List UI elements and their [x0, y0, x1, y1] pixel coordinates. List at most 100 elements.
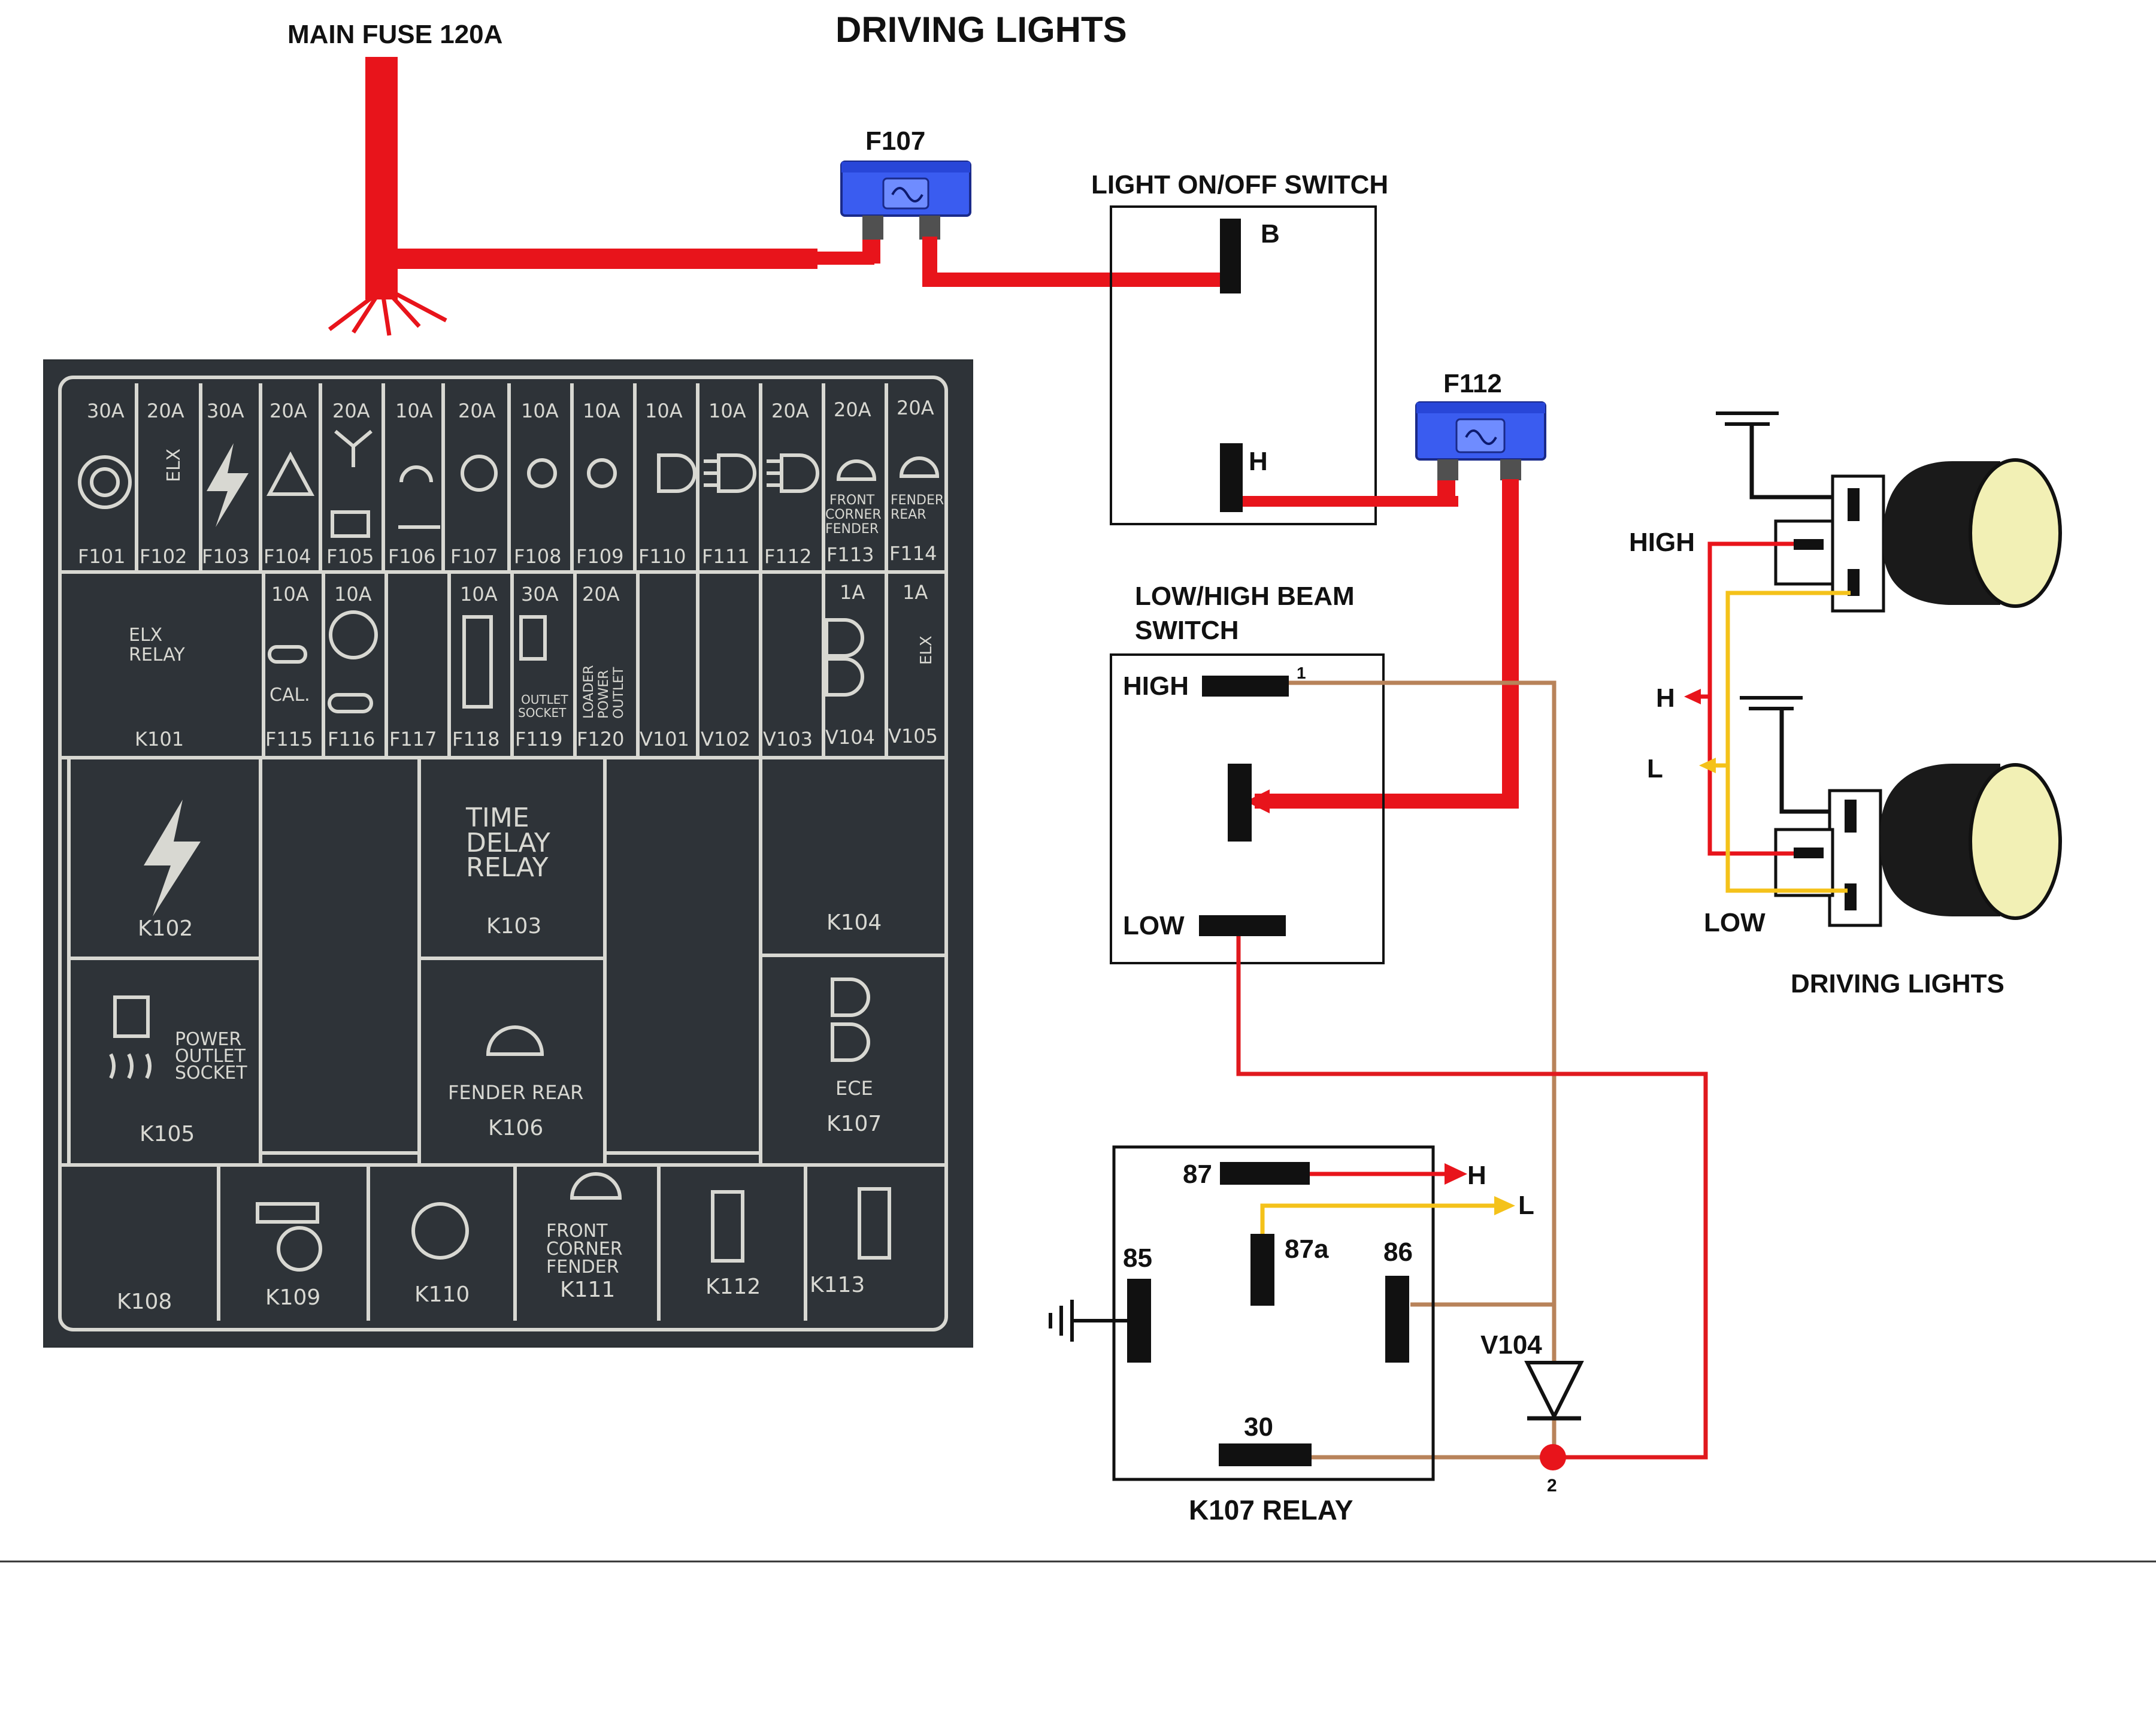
lamp-high-label: HIGH: [1629, 528, 1695, 557]
amp-f105: 20A: [332, 400, 370, 422]
pin-85-label: 85: [1123, 1243, 1152, 1273]
pin-87a-label: 87a: [1285, 1234, 1329, 1264]
row1-small-labels: FRONT CORNER FENDER FENDER REAR: [825, 493, 944, 537]
fuse-row-2: ELX RELAY 10A 10A 10A 30A 20A 1A 1A CAL.…: [129, 581, 938, 750]
beam-switch-title-1: LOW/HIGH BEAM: [1135, 582, 1355, 611]
outlet-socket-2: SOCKET: [518, 706, 567, 720]
relay-87a-output-wire: L: [1260, 1191, 1534, 1234]
name-f115: F115: [265, 728, 313, 750]
lamp-h-label: H: [1656, 683, 1675, 713]
name-f111: F111: [702, 545, 749, 568]
amp-v105: 1A: [903, 581, 928, 604]
f107-to-switch-wire: [922, 237, 1237, 287]
name-f108: F108: [514, 545, 561, 568]
relay-labels: K102 TIME DELAY RELAY K103 K104 POWER OU…: [117, 800, 882, 1314]
horn-icon: [78, 455, 132, 509]
k113-label: K113: [810, 1273, 865, 1297]
amp-f107: 20A: [458, 400, 496, 422]
pin-86-label: 86: [1383, 1237, 1413, 1267]
fender-rear-light-icon: [899, 456, 940, 478]
warning-triangle-icon: [266, 451, 315, 496]
lightning-relay-icon: [144, 800, 201, 916]
beam-high-label: HIGH: [1123, 671, 1189, 701]
fr-1: FENDER: [891, 493, 944, 508]
k107-panel-label: K107: [826, 1112, 882, 1136]
name-f102: F102: [140, 545, 187, 568]
relay-87-output-wire: H: [1310, 1161, 1486, 1190]
fuse-f112: F112: [1415, 369, 1546, 480]
fuse-row-1: 30A 20A 30A 20A 20A 10A 20A 10A 10A 10A …: [78, 397, 937, 568]
fender-rear-full: FENDER REAR: [448, 1081, 583, 1104]
amp-f109: 10A: [583, 400, 620, 422]
tdr-1: TIME: [465, 803, 529, 833]
name-f118: F118: [452, 728, 499, 750]
amp-f111: 10A: [708, 400, 746, 422]
k111-label: K111: [560, 1278, 615, 1302]
tractor-icon: [462, 615, 493, 709]
lightning-icon: [207, 443, 249, 527]
beam-switch: LOW/HIGH BEAM SWITCH HIGH 1 LOW: [1110, 582, 1385, 964]
main-fuse-label: MAIN FUSE 120A: [287, 20, 502, 49]
name-f101: F101: [78, 545, 125, 568]
elx-relay-2: RELAY: [129, 644, 185, 665]
pin-b-label: B: [1261, 219, 1280, 249]
name-f107: F107: [450, 545, 498, 568]
amp-f103: 30A: [207, 400, 244, 422]
name-k101: K101: [135, 728, 184, 750]
node-2-label: 2: [1547, 1476, 1557, 1496]
beam-low-label: LOW: [1123, 911, 1185, 940]
amp-f112: 20A: [771, 400, 809, 422]
name-f109: F109: [576, 545, 623, 568]
k111-3: FENDER: [546, 1257, 619, 1278]
amp-v104: 1A: [840, 581, 865, 604]
fuse-panel: 30A 20A 30A 20A 20A 10A 20A 10A 10A 10A …: [43, 359, 973, 1348]
k105-label: K105: [140, 1122, 195, 1146]
fuse-f107: F107: [840, 126, 971, 240]
tdr-2: DELAY: [466, 828, 550, 858]
gauge-icon: [329, 610, 378, 659]
fcf-1: FRONT: [829, 493, 875, 508]
amp-f116: 10A: [334, 583, 372, 606]
tractor-reverse-icon: [256, 1202, 319, 1224]
tractor-top-2-icon: [858, 1187, 891, 1260]
name-f104: F104: [264, 545, 311, 568]
beam-switch-title-2: SWITCH: [1135, 616, 1239, 645]
low-beam-icon: [657, 453, 697, 493]
name-f112: F112: [764, 545, 811, 568]
belt-icon: [268, 645, 307, 664]
loader-2: POWER: [596, 670, 611, 719]
loader-3: OUTLET: [611, 667, 626, 719]
amp-f108: 10A: [521, 400, 559, 422]
position-light-icon: [527, 458, 557, 488]
driving-lights: HIGH H L LOW DRIVING LIGHTS: [1629, 411, 2062, 998]
tractor-top-icon: [711, 1190, 744, 1263]
amp-f113: 20A: [834, 398, 871, 421]
upper-lamp: [1716, 411, 2062, 613]
amp-f101: 30A: [87, 400, 125, 422]
fcf-2: CORNER: [825, 507, 882, 522]
belt-2-icon: [328, 693, 373, 713]
brake-icon: [277, 1226, 322, 1272]
beam-pair-icon: [825, 618, 864, 697]
name-f103: F103: [202, 545, 249, 568]
name-f105: F105: [326, 545, 374, 568]
name-f120: F120: [577, 728, 624, 750]
driving-lights-title: DRIVING LIGHTS: [1791, 969, 2004, 998]
ece-beam-icon: [831, 977, 870, 1062]
name-f106: F106: [388, 545, 435, 568]
name-v102: V102: [701, 728, 750, 750]
pin-87-label: 87: [1183, 1160, 1212, 1189]
heat-icon: [109, 1053, 152, 1079]
pos-2: OUTLET: [175, 1046, 246, 1067]
k106-label: K106: [488, 1116, 543, 1140]
fender-light-icon: [836, 459, 877, 481]
fr-2: REAR: [891, 507, 926, 522]
cal-label: CAL.: [270, 685, 310, 706]
diode-v104: V104 2: [1480, 1330, 1584, 1496]
name-f110: F110: [638, 545, 686, 568]
pos-3: SOCKET: [175, 1063, 247, 1084]
parking-light-icon: [587, 458, 617, 488]
low-wire: [1236, 936, 1708, 1460]
amp-f114: 20A: [897, 397, 934, 419]
fuse-row-2-icons: [268, 610, 864, 713]
